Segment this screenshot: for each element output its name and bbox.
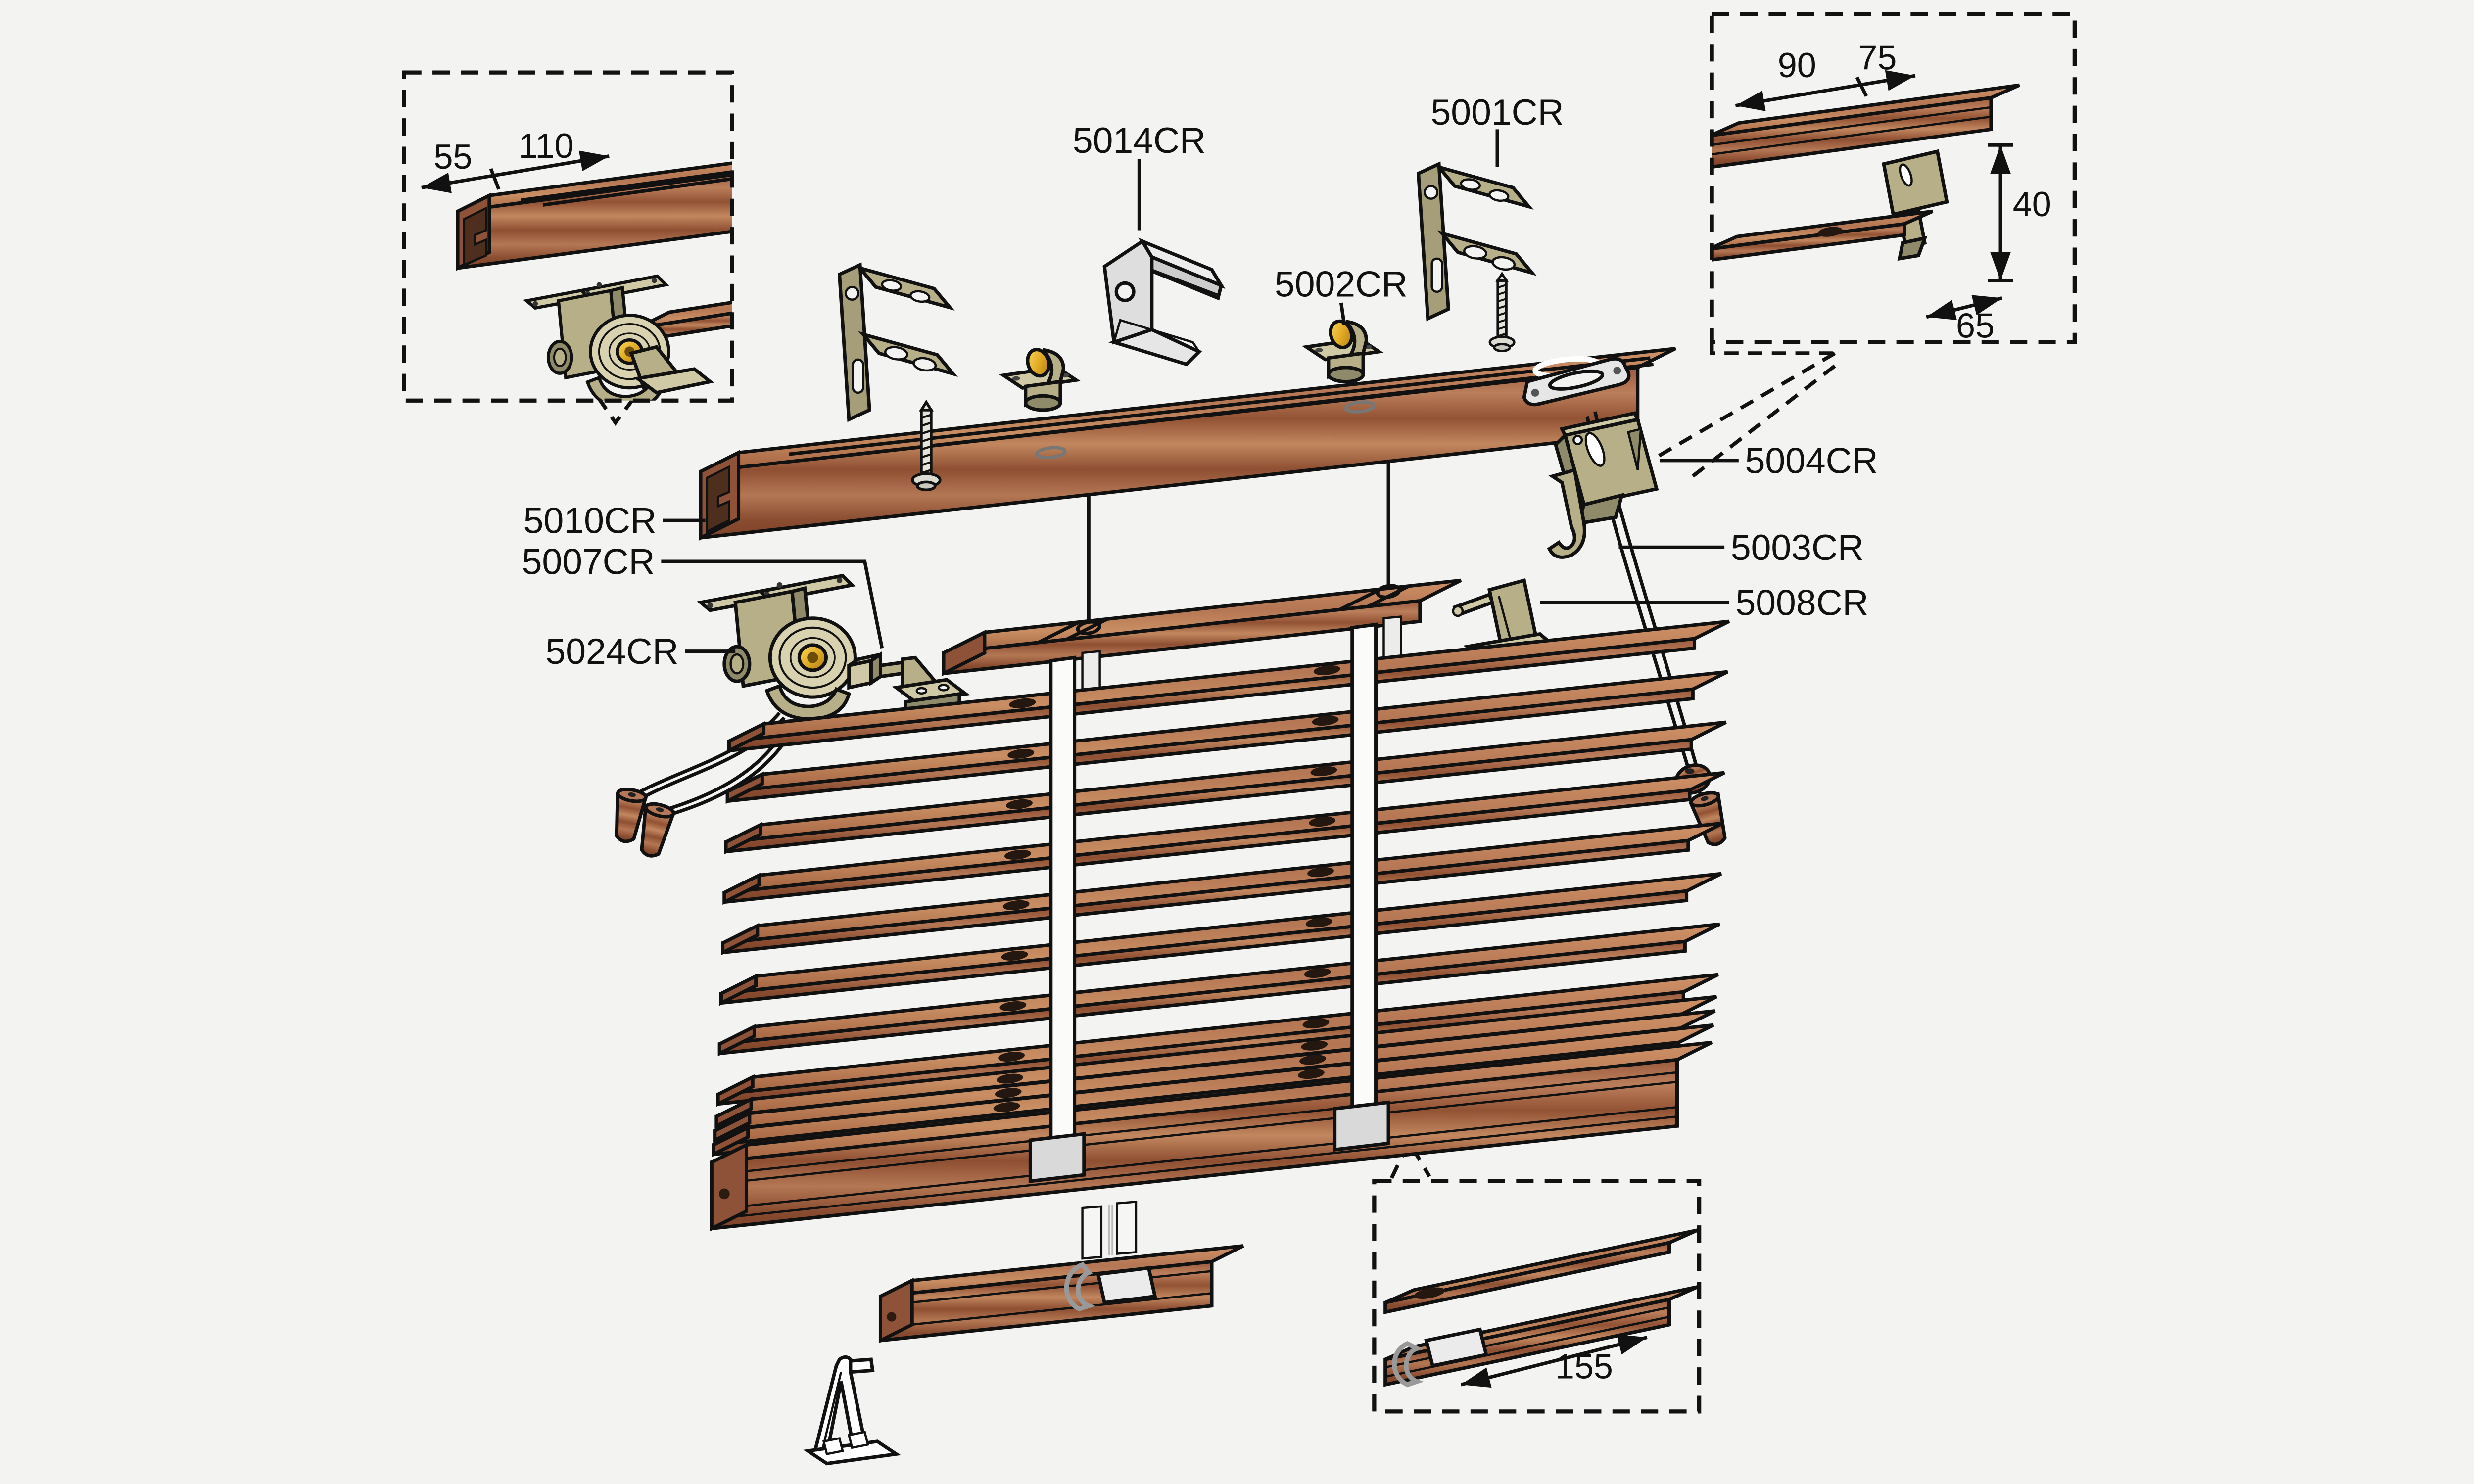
cord-lock-5004	[1547, 411, 1659, 559]
dim-155: 155	[1555, 1347, 1613, 1386]
spring-clip	[1064, 1262, 1096, 1312]
cord-exit-plate	[1522, 357, 1631, 407]
dim-65: 65	[1956, 306, 1995, 345]
tape-clip-plate	[1096, 1266, 1157, 1305]
inset-top-right: 90 75 40 65	[1710, 12, 2077, 345]
part-label-5010cr: 5010CR	[523, 501, 657, 541]
ladder-tape-left	[1049, 655, 1077, 1152]
dim-40: 40	[2013, 185, 2051, 224]
inset-leader-dashes	[596, 342, 1836, 1179]
headrail-5010	[699, 347, 1676, 541]
spring-clip	[1392, 1341, 1424, 1388]
inset-top-left: 55 110	[402, 70, 734, 403]
inset-bottom-right: 155	[1372, 1179, 1702, 1414]
hold-down-bracket-outline	[803, 1355, 902, 1466]
part-label-5024cr: 5024CR	[545, 631, 678, 672]
part-labels: 5014CR 5001CR 5002CR 5010CR 5007CR 5024C…	[522, 92, 1878, 672]
dim-75: 75	[1858, 38, 1897, 77]
part-label-5004cr: 5004CR	[1745, 440, 1878, 481]
part-label-5007cr: 5007CR	[522, 541, 655, 582]
dim-110: 110	[519, 127, 574, 165]
part-label-5008cr: 5008CR	[1735, 582, 1868, 623]
bottom-rail-clips	[1028, 1100, 1390, 1183]
lift-cords	[1087, 460, 1390, 628]
dim-90: 90	[1778, 46, 1816, 85]
part-label-5001cr: 5001CR	[1431, 92, 1564, 133]
cord-lock-hook	[1547, 467, 1586, 559]
ladder-tape-right	[1350, 622, 1378, 1119]
valance-slat	[942, 578, 1462, 676]
part-label-5003cr: 5003CR	[1731, 527, 1864, 568]
part-label-5014cr: 5014CR	[1073, 120, 1206, 161]
part-label-5002cr: 5002CR	[1275, 264, 1408, 304]
bottom-rail-detail	[878, 1200, 1244, 1344]
clip-5014	[1102, 237, 1226, 367]
support-5007	[847, 651, 970, 713]
dim-55: 55	[434, 138, 473, 176]
